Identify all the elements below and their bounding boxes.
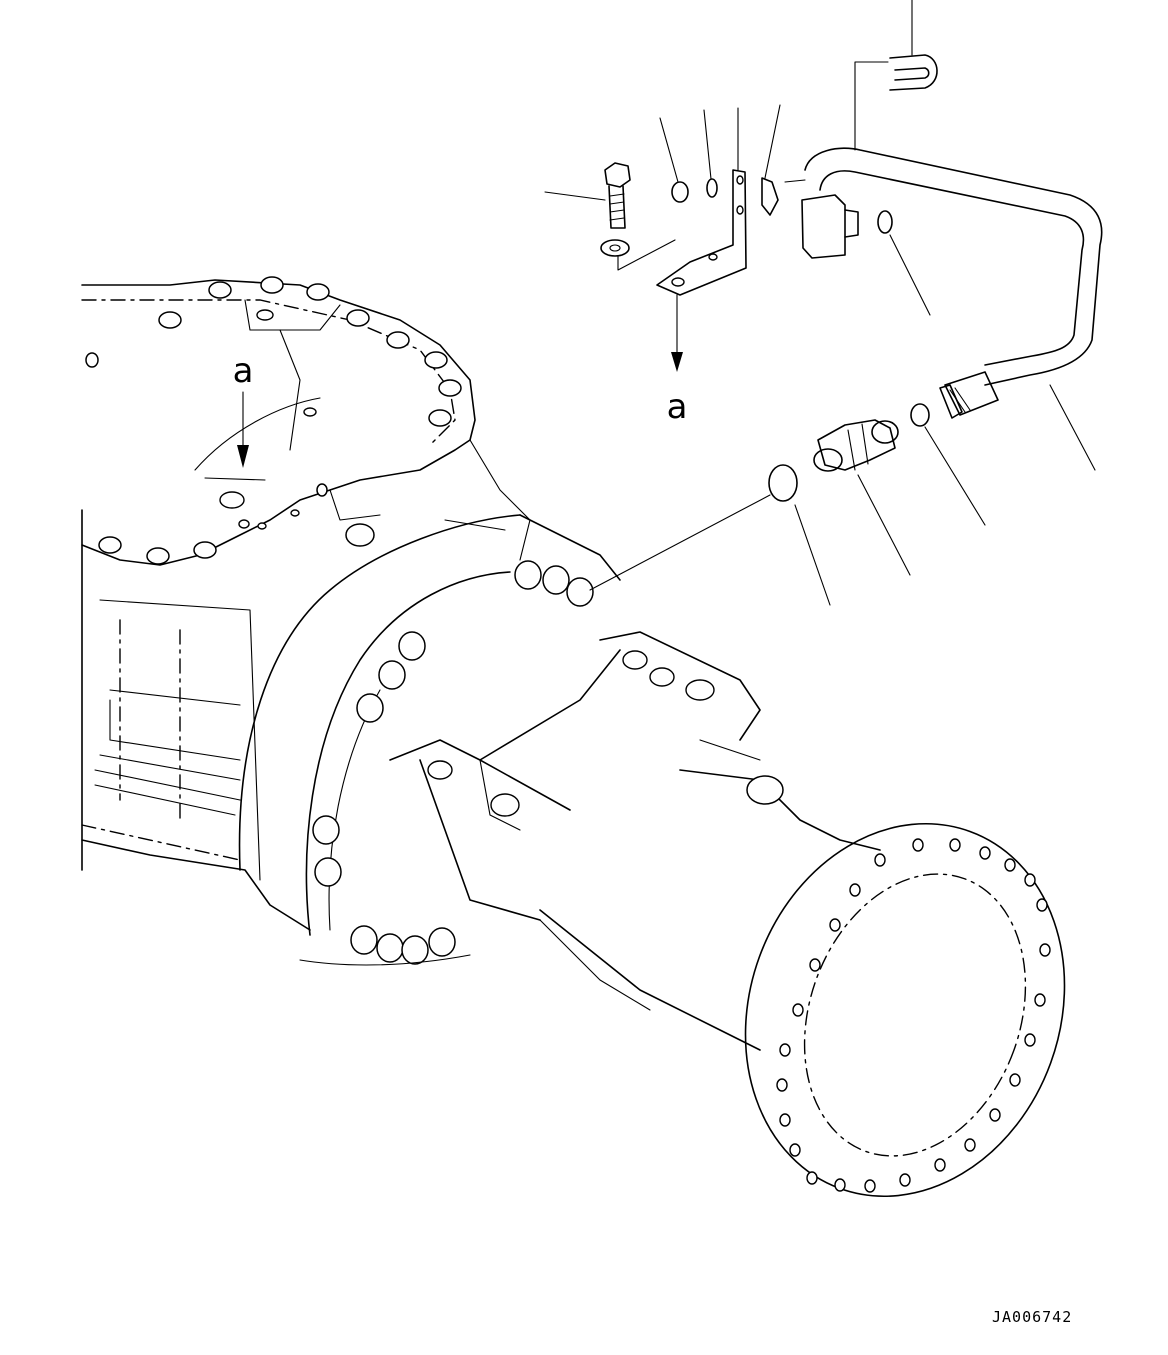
bolt: [544, 162, 631, 229]
flange-bolts: [312, 560, 594, 965]
lock-washer: [706, 178, 718, 198]
o-ring-middle: [910, 403, 930, 427]
view-label-upper: a: [233, 351, 254, 391]
gear-case: [81, 276, 531, 931]
adapter-fitting: [813, 419, 899, 472]
drawing-code: JA006742: [992, 1308, 1072, 1326]
hub-flange-holes: [776, 838, 1051, 1193]
o-ring-upper: [877, 210, 893, 234]
axle-tube: [389, 631, 881, 1051]
axle-flange-housing: [238, 514, 621, 966]
o-ring-large: [768, 464, 798, 502]
clip: [761, 177, 779, 216]
spacer: [671, 181, 689, 203]
elbow-block: [801, 194, 846, 259]
bracket: [656, 169, 747, 296]
hub-flange: [744, 822, 1066, 1198]
cover-bolts: [98, 276, 462, 565]
exploded-parts: [544, 0, 1103, 606]
view-arrow-a: [237, 391, 249, 468]
washer: [600, 239, 630, 257]
u-clip: [889, 54, 938, 91]
view-label-lower: a: [667, 387, 688, 427]
